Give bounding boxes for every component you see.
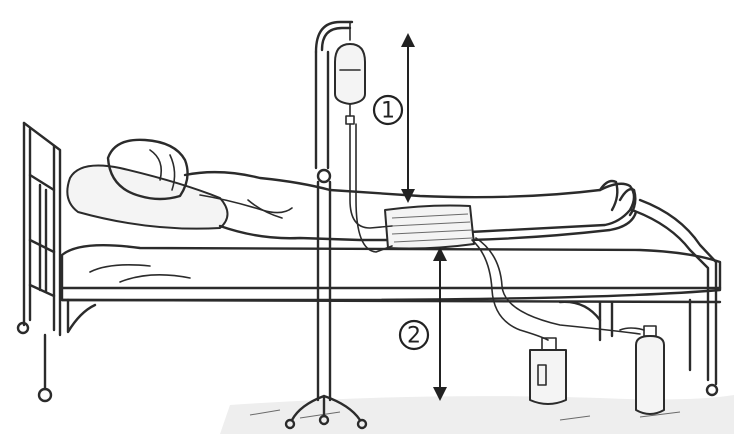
marker-2: 2 bbox=[400, 321, 428, 349]
thigh-bandage bbox=[385, 206, 474, 249]
hospital-bed bbox=[18, 123, 720, 401]
drainage-tubing-2 bbox=[476, 238, 640, 334]
bed-headboard bbox=[18, 123, 60, 401]
marker-2-label: 2 bbox=[407, 324, 421, 349]
drainage-bottle-left bbox=[530, 338, 566, 404]
marker-1-label: 1 bbox=[381, 99, 395, 124]
drainage-tubing bbox=[472, 240, 548, 340]
irrigation-bag bbox=[335, 22, 365, 124]
marker-1: 1 bbox=[374, 96, 402, 124]
patient bbox=[67, 140, 636, 249]
